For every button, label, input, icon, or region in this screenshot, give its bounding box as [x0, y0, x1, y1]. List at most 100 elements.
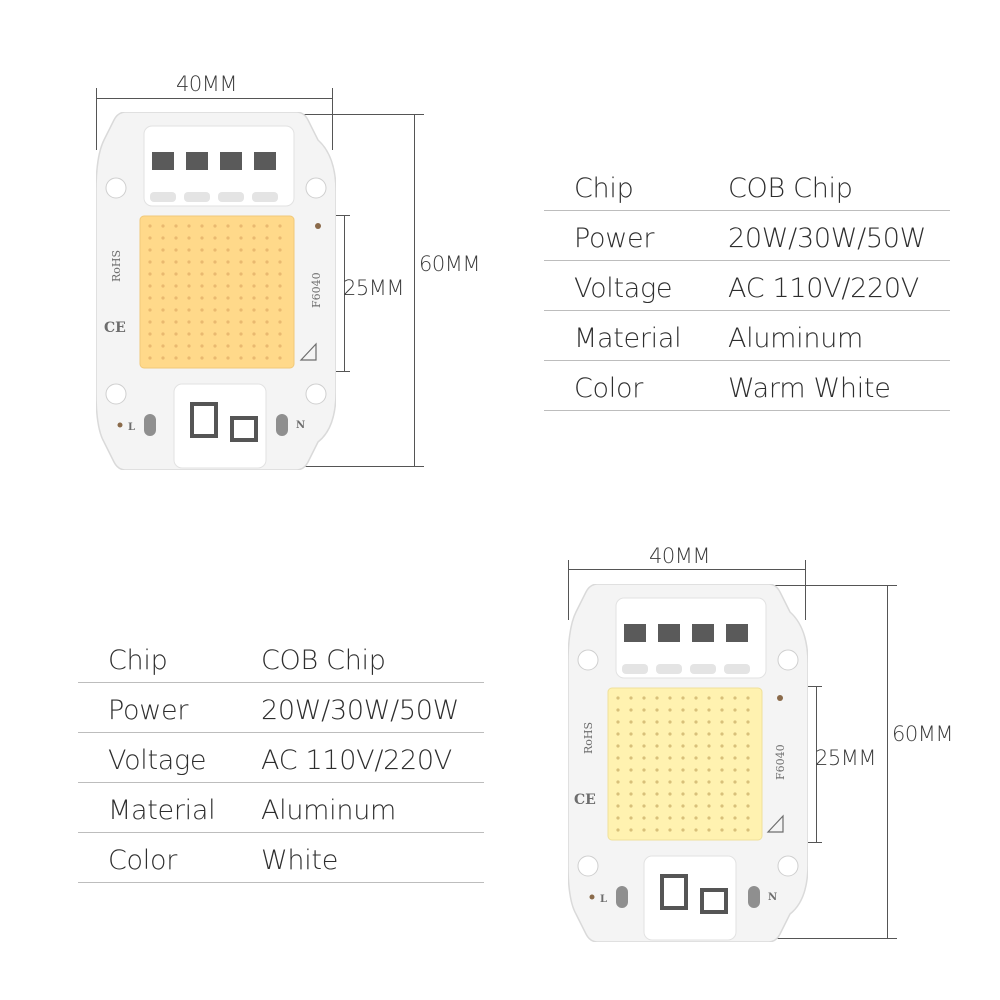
led-dot [707, 732, 711, 736]
led-dot [707, 780, 711, 784]
bottom-ce-mark: CE [574, 792, 596, 808]
led-dot [720, 804, 724, 808]
led-dot [187, 260, 191, 264]
led-dot [226, 236, 230, 240]
led-dot [746, 744, 750, 748]
bottom-chip-dots [616, 696, 750, 832]
led-dot [655, 792, 659, 796]
led-dot [655, 732, 659, 736]
bottom-height-label: 60MM [892, 722, 953, 746]
led-dot [629, 708, 633, 712]
led-dot [200, 260, 204, 264]
led-dot [226, 356, 230, 360]
led-dot [148, 308, 152, 312]
led-dot [239, 296, 243, 300]
led-dot [616, 780, 620, 784]
led-dot [148, 296, 152, 300]
led-dot [616, 732, 620, 736]
led-dot [161, 236, 165, 240]
bottom-width-tick-right [805, 560, 806, 620]
led-dot [187, 320, 191, 324]
led-dot [746, 804, 750, 808]
led-dot [694, 780, 698, 784]
led-dot [629, 744, 633, 748]
led-dot [629, 780, 633, 784]
led-dot [200, 356, 204, 360]
led-dot [187, 296, 191, 300]
led-dot [746, 732, 750, 736]
bottom-rohs-text: RoHS [582, 722, 595, 754]
led-dot [161, 248, 165, 252]
led-dot [265, 248, 269, 252]
led-dot [642, 708, 646, 712]
led-dot [265, 236, 269, 240]
led-dot [733, 696, 737, 700]
spec-value: AC 110V/220V [261, 745, 452, 776]
led-dot [616, 816, 620, 820]
led-dot [239, 260, 243, 264]
led-dot [148, 284, 152, 288]
top-led-board: RoHS F6040 CE L N [96, 112, 336, 470]
led-dot [187, 224, 191, 228]
led-dot [694, 720, 698, 724]
bottom-height-line [887, 585, 888, 939]
led-dot [278, 272, 282, 276]
spec-key: Chip [108, 645, 168, 676]
led-dot [629, 768, 633, 772]
led-dot [681, 720, 685, 724]
led-dot [278, 308, 282, 312]
led-dot [252, 296, 256, 300]
spec-row: Chip COB Chip [544, 160, 950, 211]
led-dot [174, 308, 178, 312]
led-dot [616, 768, 620, 772]
led-dot [187, 284, 191, 288]
led-dot [213, 320, 217, 324]
led-dot [161, 332, 165, 336]
led-dot [629, 696, 633, 700]
led-dot [746, 708, 750, 712]
led-dot [681, 708, 685, 712]
led-dot [720, 696, 724, 700]
led-dot [252, 260, 256, 264]
led-dot [642, 816, 646, 820]
led-dot [200, 320, 204, 324]
bottom-led-board: RoHS F6040 CE L N [568, 584, 808, 942]
led-dot [733, 816, 737, 820]
top-mount-hole-tr [305, 177, 327, 199]
spec-value: White [261, 845, 339, 876]
spec-row: Color White [78, 832, 484, 883]
led-dot [655, 756, 659, 760]
led-dot [655, 816, 659, 820]
led-dot [668, 720, 672, 724]
led-dot [642, 696, 646, 700]
led-dot [239, 344, 243, 348]
led-dot [161, 320, 165, 324]
led-dot [655, 780, 659, 784]
led-dot [252, 356, 256, 360]
led-dot [694, 816, 698, 820]
led-dot [681, 744, 685, 748]
led-dot [239, 308, 243, 312]
led-dot [707, 768, 711, 772]
led-dot [629, 732, 633, 736]
top-mount-hole-tl [105, 177, 127, 199]
led-dot [174, 236, 178, 240]
led-dot [720, 744, 724, 748]
led-dot [187, 272, 191, 276]
bottom-model-text: F6040 [774, 744, 787, 780]
led-dot [226, 248, 230, 252]
led-dot [265, 284, 269, 288]
top-height-tick-top [290, 114, 424, 115]
led-dot [174, 356, 178, 360]
led-dot [200, 284, 204, 288]
led-dot [707, 828, 711, 832]
led-dot [252, 224, 256, 228]
led-dot [746, 720, 750, 724]
led-dot [213, 248, 217, 252]
led-dot [694, 756, 698, 760]
led-dot [226, 308, 230, 312]
spec-value: Aluminum [728, 323, 864, 354]
led-dot [642, 768, 646, 772]
spec-key: Voltage [108, 745, 207, 776]
spec-key: Power [574, 223, 655, 254]
